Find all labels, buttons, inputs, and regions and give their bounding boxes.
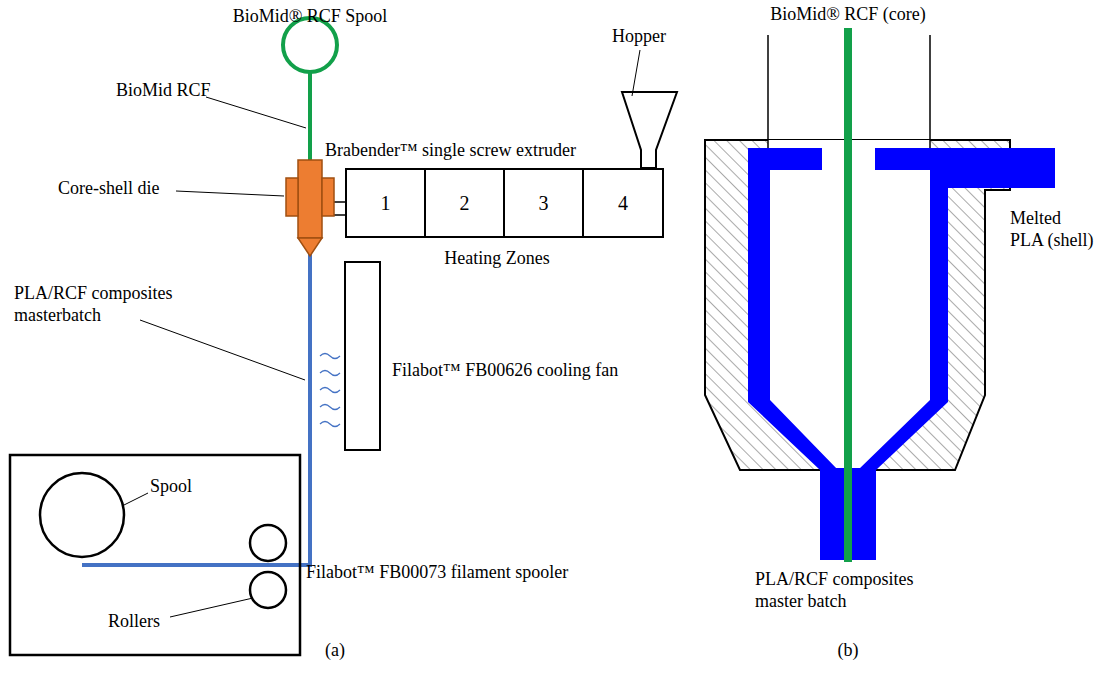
part-label: Melted PLA (shell) [1010,207,1095,251]
part-label: BioMid RCF [116,79,211,101]
heating-zone: 2 [424,168,505,238]
part-label: Heating Zones [444,247,549,269]
part-label: PLA/RCF composites masterbatch [14,282,184,326]
part-label: Filabot™ FB00073 filament spooler [306,561,568,583]
air-flow [320,354,340,427]
part-label: Brabender™ single screw extruder [325,139,576,161]
zone-number: 3 [539,192,549,215]
zone-number: 1 [381,192,391,215]
part-label: (b) [838,639,859,661]
heating-zone: 3 [503,168,584,238]
part-label: (a) [325,639,345,661]
core-shell-die [286,160,334,256]
rcf-spool [283,18,337,72]
zone-number: 2 [460,192,470,215]
part-label: Core-shell die [58,177,159,199]
filament-spooler [10,455,300,655]
roller [250,525,286,561]
heating-zone: 1 [345,168,426,238]
hopper-shape [622,92,677,168]
leader-lines [124,50,640,617]
cooling-fan [345,262,380,450]
part-label: Filabot™ FB00626 cooling fan [392,359,618,381]
die-cross-section [705,28,1055,562]
part-label: BioMid® RCF Spool [233,5,388,27]
part-label: Spool [150,475,192,497]
roller [250,572,286,608]
part-label: Rollers [108,610,160,632]
zone-number: 4 [618,192,628,215]
rcf-fiber [308,72,312,165]
part-label: BioMid® RCF (core) [767,3,929,25]
part-label: PLA/RCF composites master batch [752,568,953,612]
heating-zone: 4 [582,168,664,238]
spool [40,473,124,557]
part-label: Hopper [612,25,666,47]
